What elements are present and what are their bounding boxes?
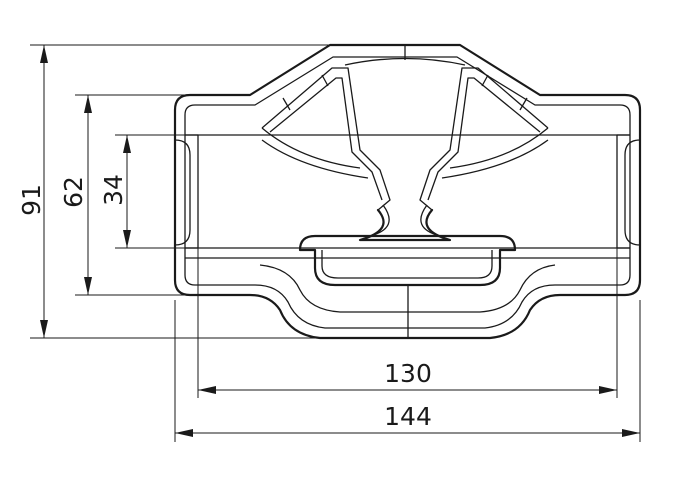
dim-34-label: 34 (99, 174, 128, 206)
valve-body-outline (173, 43, 642, 340)
right-wing-outer (419, 67, 549, 211)
dim-62-label: 62 (59, 176, 88, 208)
dim-130-arrow-left (198, 386, 216, 394)
right-shoulder-tick-2 (481, 74, 489, 87)
dim-34-arrow-top (123, 135, 131, 153)
seat-pocket-outer (298, 234, 517, 287)
belly-curve (259, 264, 556, 313)
right-wing-lower (449, 127, 549, 169)
dim-144-arrow-left (175, 429, 193, 437)
left-wing-lower-2 (261, 139, 369, 179)
left-shoulder-tick (282, 97, 291, 111)
right-end-detail (616, 134, 630, 249)
dim-130-arrow-right (599, 386, 617, 394)
right-end-detail-2 (624, 139, 641, 246)
dim-91-arrow-top (40, 45, 48, 63)
left-wing-outer (261, 67, 391, 211)
right-wing-lower-2 (441, 139, 549, 179)
dim-130-label: 130 (384, 359, 432, 388)
right-shoulder-tick (519, 97, 528, 111)
valve-body-inner-outline (184, 56, 631, 329)
left-end-detail-2 (174, 139, 191, 246)
seat-pocket-inner (321, 250, 493, 279)
right-wing-inner (427, 77, 541, 201)
left-wing-inner (269, 77, 383, 201)
valve-disc-stem (358, 208, 452, 242)
left-shoulder-tick-2 (321, 74, 329, 87)
left-end-detail (185, 134, 199, 249)
dim-91-label: 91 (17, 184, 46, 216)
valve-disc-stem-inner (369, 204, 441, 237)
dim-62-arrow-top (84, 95, 92, 113)
dim-144-label: 144 (384, 402, 432, 431)
dim-91-arrow-bottom (40, 320, 48, 338)
left-wing-lower (261, 127, 361, 169)
dim-34-arrow-bottom (123, 230, 131, 248)
dim-144-arrow-right (622, 429, 640, 437)
dim-62-arrow-bottom (84, 277, 92, 295)
